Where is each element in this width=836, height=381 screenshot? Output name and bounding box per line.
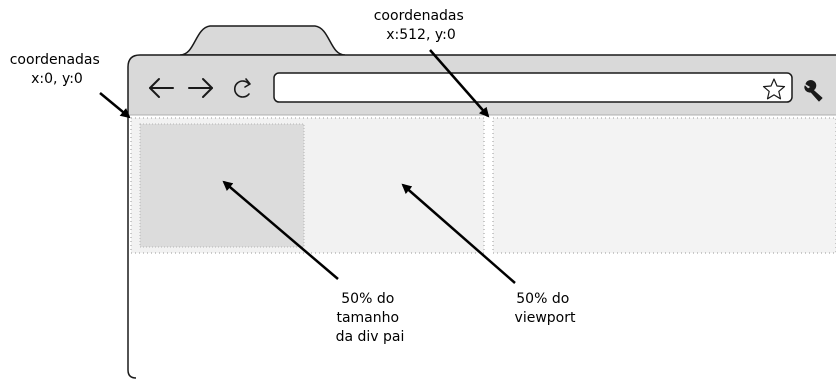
midpoint-label: coordenadas x:512, y:0 [374,8,469,43]
child-div-arrow [222,180,339,280]
forward-icon[interactable] [188,78,213,98]
star-icon[interactable] [762,78,786,100]
origin-label: coordenadas x:0, y:0 [10,52,105,87]
origin-arrow [99,92,131,119]
parent-div-label-line2: tamanho [336,310,399,326]
wrench-icon[interactable] [804,80,823,102]
parent-div-label: 50% do tamanho da div pai [336,291,405,345]
origin-label-line1: coordenadas [10,52,100,68]
parent-div-label-line1: 50% do [341,291,394,307]
origin-label-line2: x:0, y:0 [31,71,83,87]
midpoint-label-line2: x:512, y:0 [386,27,456,43]
reload-icon[interactable] [234,78,251,98]
viewport-label: 50% do viewport [515,291,576,326]
address-bar[interactable] [273,72,793,103]
parent-div-label-line3: da div pai [336,329,405,345]
midpoint-label-line1: coordenadas [374,8,464,24]
browser-tab [179,25,346,56]
viewport-half-region [492,117,836,254]
viewport-label-line2: viewport [515,310,576,326]
viewport-label-line1: 50% do [516,291,569,307]
window-outline [127,54,836,379]
back-icon[interactable] [149,78,174,98]
midpoint-arrow [429,49,490,118]
viewport-arrow [401,183,516,284]
